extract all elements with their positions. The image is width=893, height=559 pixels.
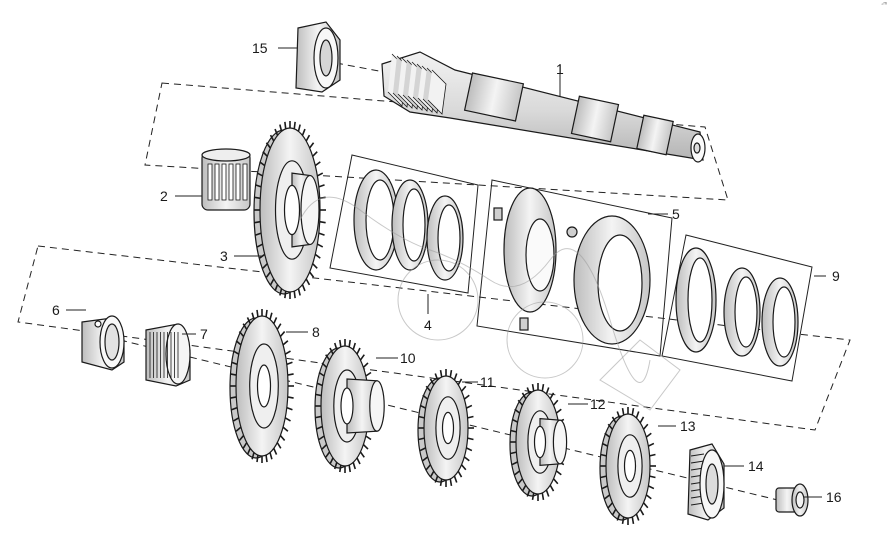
gear-8 <box>229 309 294 463</box>
bearing-15 <box>295 21 341 93</box>
needle-bearing-7 <box>145 323 191 387</box>
callout-12: 12 <box>590 396 606 412</box>
callout-2: 2 <box>160 188 168 204</box>
callout-3: 3 <box>220 248 228 264</box>
gear-10 <box>314 339 385 473</box>
callout-14: 14 <box>748 458 764 474</box>
gear-11 <box>417 369 474 487</box>
gear-3 <box>253 121 326 299</box>
box-5 <box>476 179 673 357</box>
bushing-6 <box>81 315 125 371</box>
needle-cage-2 <box>201 148 251 211</box>
callout-7: 7 <box>200 326 208 342</box>
bearing-14 <box>687 443 725 521</box>
rings-9 <box>675 247 799 367</box>
gear-13 <box>599 407 656 525</box>
watermark <box>299 196 681 411</box>
callout-5: 5 <box>672 206 680 222</box>
callout-16: 16 <box>826 489 842 505</box>
box-4 <box>329 154 479 294</box>
rings-4 <box>353 169 464 281</box>
callout-labels: 1 2 3 4 5 6 7 8 9 10 11 12 13 14 15 16 <box>52 40 842 505</box>
callout-1: 1 <box>556 61 564 77</box>
callout-10: 10 <box>400 350 416 366</box>
callout-13: 13 <box>680 418 696 434</box>
callout-8: 8 <box>312 324 320 340</box>
callout-6: 6 <box>52 302 60 318</box>
nut-16 <box>775 483 809 517</box>
box-9 <box>661 234 813 382</box>
leader-lines <box>66 47 826 498</box>
callout-15: 15 <box>252 40 268 56</box>
callout-4: 4 <box>424 317 432 333</box>
corner-mark: ◦ᵐ <box>881 2 887 8</box>
gear-12 <box>509 383 568 501</box>
main-shaft <box>381 51 706 163</box>
callout-9: 9 <box>832 268 840 284</box>
callout-11: 11 <box>480 374 495 390</box>
synchronizer-5 <box>493 187 651 345</box>
